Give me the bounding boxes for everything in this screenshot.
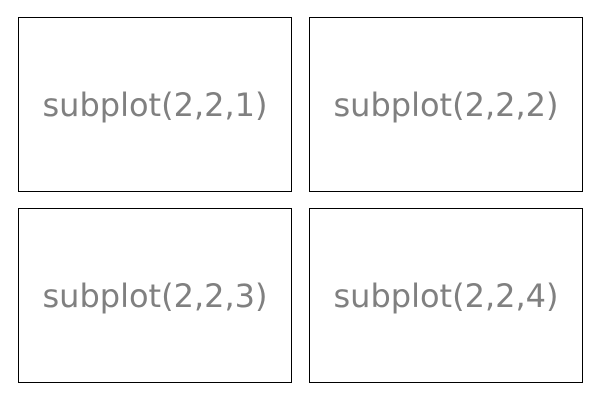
subplot-panel-4: subplot(2,2,4)	[309, 208, 583, 383]
subplot-label: subplot(2,2,4)	[333, 276, 559, 315]
subplot-label: subplot(2,2,1)	[42, 85, 268, 124]
subplot-label: subplot(2,2,3)	[42, 276, 268, 315]
subplot-panel-3: subplot(2,2,3)	[18, 208, 292, 383]
subplot-panel-1: subplot(2,2,1)	[18, 17, 292, 192]
subplot-label: subplot(2,2,2)	[333, 85, 559, 124]
subplot-panel-2: subplot(2,2,2)	[309, 17, 583, 192]
